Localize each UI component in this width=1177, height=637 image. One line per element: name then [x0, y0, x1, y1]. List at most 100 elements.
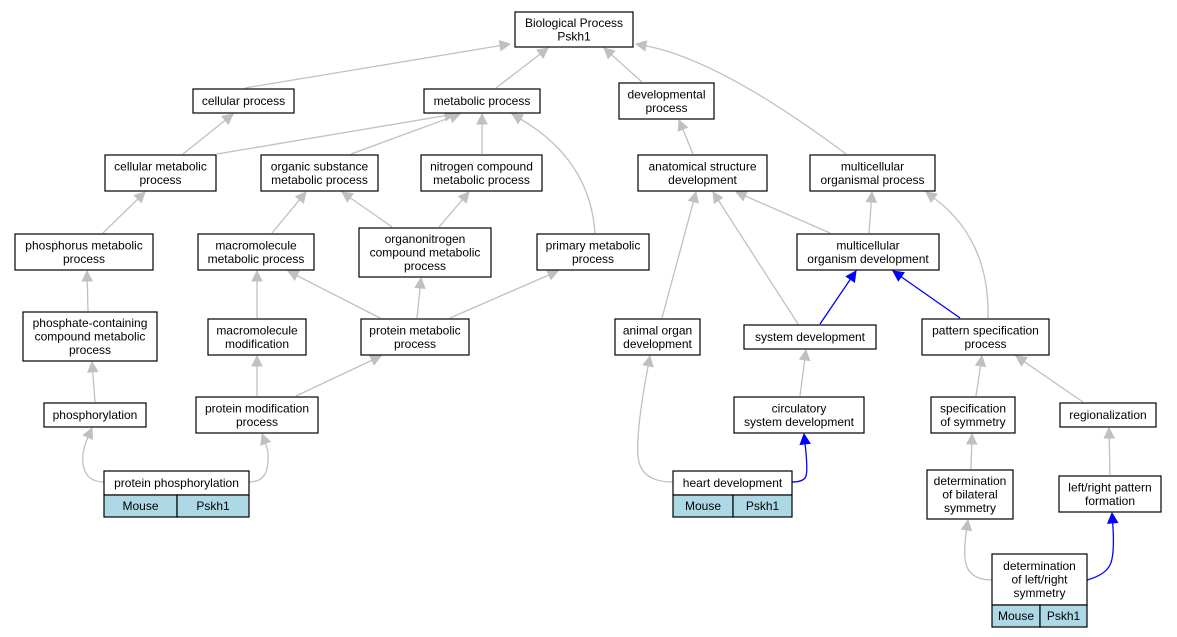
- node-label-line: macromolecule: [215, 238, 297, 252]
- node-label-line: circulatory: [772, 401, 827, 415]
- edge-left-right-pattern-formation-to-regionalization: [1103, 426, 1116, 476]
- edge-multicellular-organismal-process-to-root: [634, 40, 847, 155]
- node-phosphorylation[interactable]: phosphorylation: [43, 402, 147, 428]
- node-system-development[interactable]: system development: [743, 324, 877, 350]
- edge-arrowhead: [251, 269, 263, 282]
- node-label-line: primary metabolic: [546, 238, 641, 252]
- node-label-line: process: [572, 252, 614, 266]
- edge-line: [1108, 437, 1111, 476]
- edge-line: [350, 116, 451, 155]
- node-label-line: cellular process: [202, 94, 285, 108]
- edge-cellular-process-to-root: [244, 39, 512, 89]
- node-label-line: determination: [1003, 559, 1076, 573]
- node-label-line: protein phosphorylation: [114, 476, 239, 490]
- edge-arrowhead: [457, 191, 470, 204]
- edge-primary-metabolic-process-to-metabolic-process: [511, 113, 596, 234]
- gene-label: Pskh1: [1047, 609, 1081, 623]
- gene-label: Pskh1: [196, 499, 230, 513]
- edge-arrowhead: [414, 276, 426, 290]
- node-label-line: Pskh1: [557, 29, 591, 43]
- node-label-line: protein modification: [205, 401, 309, 415]
- node-cellular-process[interactable]: cellular process: [192, 88, 295, 114]
- edge-line: [244, 44, 501, 89]
- node-label-line: development: [623, 337, 692, 351]
- edge-arrowhead: [81, 269, 94, 282]
- edge-line: [216, 115, 446, 155]
- gene-label: Pskh1: [746, 499, 780, 513]
- node-label-line: symmetry: [944, 501, 996, 515]
- edge-determination-of-left-right-symmetry-to-left-right-pattern-formation: [1086, 511, 1119, 581]
- node-box: [207, 318, 307, 356]
- edge-arrowhead: [448, 112, 462, 124]
- node-box: [43, 402, 147, 428]
- node-box: [197, 233, 315, 271]
- node-box: [420, 154, 543, 192]
- node-label-line: Biological Process: [525, 16, 623, 30]
- node-box: [614, 318, 701, 356]
- edge-line: [495, 53, 541, 89]
- edge-protein-modification-process-to-macromolecule-modification: [251, 354, 263, 396]
- edge-system-development-to-anatomical-structure-development: [712, 191, 799, 325]
- edge-organonitrogen-compound-metabolic-process-to-organic-substance-metabolic-process: [341, 191, 393, 228]
- gene-cell: [732, 494, 793, 518]
- edge-line: [102, 198, 139, 234]
- edge-arrowhead: [133, 191, 146, 204]
- edge-anatomical-structure-development-to-developmental-process: [677, 118, 694, 155]
- edge-protein-phosphorylation-to-protein-modification-process: [248, 432, 272, 483]
- edge-line: [248, 443, 269, 483]
- node-label-line: animal organ: [623, 323, 692, 337]
- edge-multicellular-organism-development-to-multicellular-organismal-process: [865, 190, 878, 234]
- edge-determination-of-left-right-symmetry-to-determination-of-bilateral-symmetry: [960, 518, 993, 581]
- edge-line: [868, 201, 872, 234]
- node-label-line: multicellular: [841, 159, 904, 173]
- edge-multicellular-organism-development-to-anatomical-structure-development: [734, 190, 831, 234]
- node-label-line: process: [236, 415, 278, 429]
- edge-circulatory-system-development-to-system-development: [798, 348, 811, 397]
- node-regionalization[interactable]: regionalization: [1059, 402, 1157, 428]
- edge-cellular-metabolic-process-to-cellular-process: [182, 113, 234, 155]
- graph-edges: [81, 39, 1119, 581]
- edge-arrowhead: [1103, 426, 1116, 439]
- node-label-line: specification: [940, 401, 1006, 415]
- node-box: [103, 470, 250, 496]
- edge-specification-of-symmetry-to-pattern-specification-process: [974, 354, 987, 397]
- node-box: [1058, 475, 1162, 513]
- node-metabolic-process[interactable]: metabolic process: [423, 88, 541, 114]
- node-label-line: protein metabolic: [369, 323, 460, 337]
- node-box: [1059, 402, 1157, 428]
- edge-arrowhead: [1106, 511, 1119, 524]
- edge-arrowhead: [511, 113, 524, 125]
- edge-line: [438, 199, 463, 228]
- edge-arrowhead: [892, 270, 905, 282]
- edge-line: [449, 274, 550, 319]
- edge-line: [296, 274, 381, 319]
- edge-arrowhead: [634, 40, 648, 52]
- node-label-line: modification: [225, 337, 289, 351]
- edge-line: [520, 118, 596, 234]
